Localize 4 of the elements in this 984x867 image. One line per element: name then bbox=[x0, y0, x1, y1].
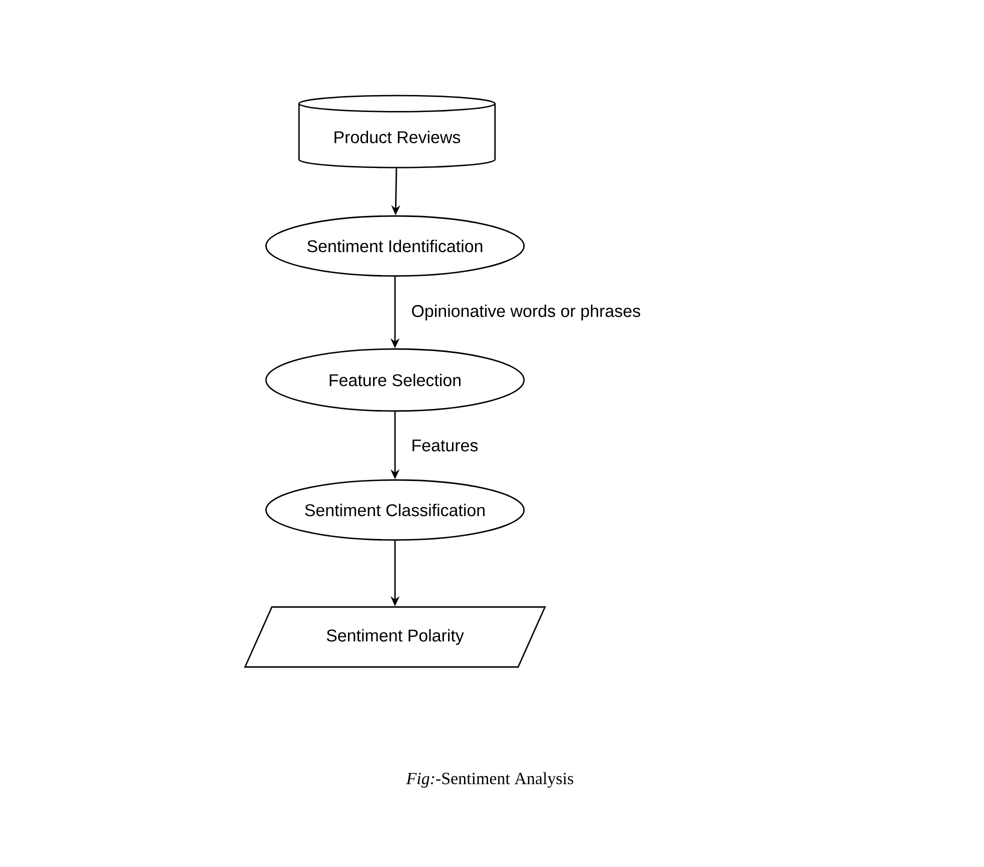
database-cylinder: Product Reviews bbox=[298, 94, 496, 168]
caption: Fig:-Sentiment Analysis bbox=[406, 772, 574, 788]
edge-label: Opinionative words or phrases bbox=[409, 302, 643, 322]
edge-label: Features bbox=[409, 438, 480, 454]
